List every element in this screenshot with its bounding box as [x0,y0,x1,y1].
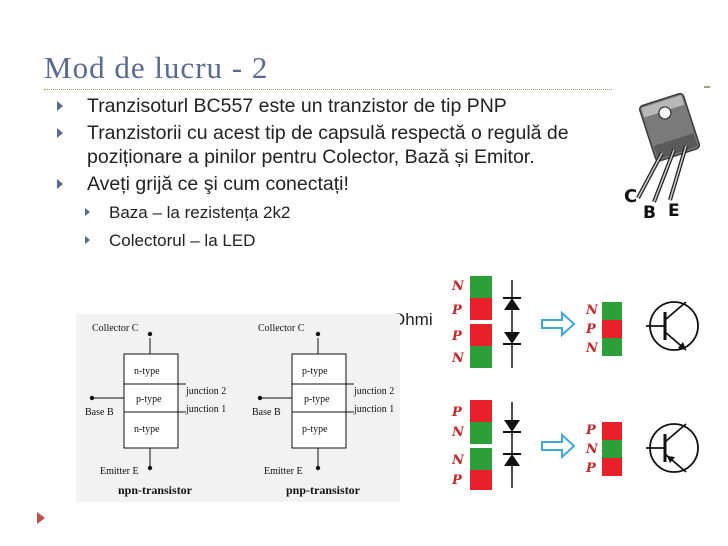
pin-label-b: B [643,203,656,223]
transistor-photo: C B E [612,88,722,223]
npn-layer-mid: p-type [136,394,162,405]
npn-result-label: N [585,341,599,356]
npn-diode-label: P [451,303,463,318]
npn-caption: npn-transistor [118,483,193,497]
sub-bullet-item: Baza – la rezistența 2k2 [57,202,617,224]
npn-diode-label: P [451,329,463,344]
diode-equivalent-diagram: N P P N N P N P N N P [451,276,699,490]
pnp-junction-bottom: junction 1 [353,404,394,415]
bullet-text: Tranzistorii cu acest tip de capsulă res… [87,122,569,168]
npn-diode-label: N [451,351,465,366]
slide-footer-arrow-icon [37,512,45,524]
bullet-text: Tranzisoturl BC557 este un tranzistor de… [87,95,507,117]
pnp-result-label: P [585,423,597,438]
pin-label-e: E [668,201,680,221]
equivalence-arrow-icon [541,432,576,460]
pnp-layer-top: p-type [302,366,328,377]
bullet-arrow-icon [57,128,63,138]
pnp-diode-label: P [451,405,463,420]
sub-bullet-text: Colectorul – la LED [109,231,256,250]
bullet-arrow-icon [57,179,63,189]
npn-base-label: Base B [85,407,114,418]
pin-label-c: C [624,186,637,207]
npn-layer-bottom: n-type [134,424,160,435]
bullet-item: Tranzistorii cu acest tip de capsulă res… [57,121,617,169]
pnp-caption: pnp-transistor [286,483,361,497]
equivalence-arrow-icon [541,310,576,338]
npn-junction-bottom: junction 1 [185,404,226,415]
pnp-diode-label: N [451,425,465,440]
slide-title: Mod de lucru - 2 [44,50,269,85]
pnp-layer-mid: p-type [304,394,330,405]
sub-bullet-item: Colectorul – la LED [57,230,617,252]
pnp-layer-bottom: p-type [302,424,328,435]
pnp-base-label: Base B [252,407,281,418]
title-rule [44,89,704,90]
bullet-arrow-icon [57,101,63,111]
pnp-collector-label: Collector C [258,323,305,334]
pnp-result-label: P [585,461,597,476]
pnp-emitter-label: Emitter E [264,466,303,477]
bullet-text: Aveți grijă ce şi cum conectați! [87,173,349,195]
bullet-item: Tranzisoturl BC557 este un tranzistor de… [57,94,617,118]
npn-junction-top: junction 2 [185,386,226,397]
npn-emitter-label: Emitter E [100,466,139,477]
sub-bullet-arrow-icon [85,236,90,244]
partial-text: Ohmi [392,310,433,329]
pnp-result-label: N [585,442,599,457]
bullet-list: Tranzisoturl BC557 este un tranzistor de… [57,94,617,258]
sub-bullet-arrow-icon [85,208,90,216]
pnp-diode-label: P [451,473,463,488]
npn-layer-top: n-type [134,366,160,377]
pnp-junction-top: junction 2 [353,386,394,397]
pnp-diode-label: N [451,453,465,468]
npn-collector-label: Collector C [92,323,139,334]
sub-bullet-text: Baza – la rezistența 2k2 [109,203,291,222]
transistor-structure-diagram: Collector C n-type p-type n-type junctio… [76,314,400,502]
npn-result-label: N [585,303,599,318]
bullet-item: Aveți grijă ce şi cum conectați! [57,172,617,196]
npn-diode-label: N [451,279,465,294]
npn-result-label: P [585,322,597,337]
